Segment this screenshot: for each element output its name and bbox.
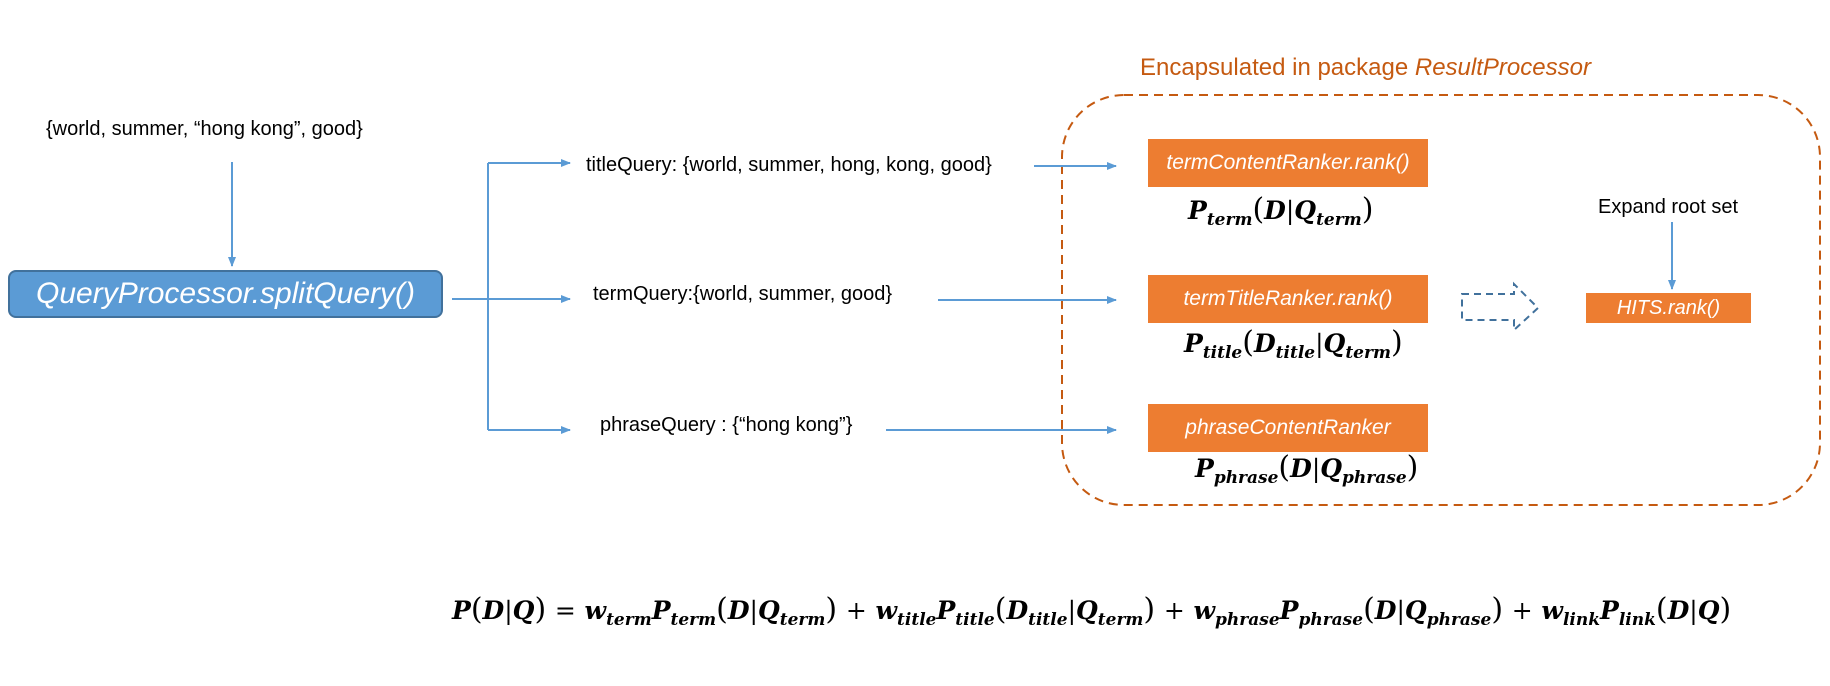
package-label: Encapsulated in package ResultProcessor [1140,54,1591,81]
input-query-label: {world, summer, “hong kong”, good} [46,118,363,140]
expand-root-set-label: Expand root set [1598,196,1739,218]
term-content-probability: Pterm(D|Qterm) [1188,192,1374,230]
term-query-label: termQuery:{world, summer, good} [593,283,893,305]
combined-probability-formula: P(D|Q) = wtermPterm(D|Qterm) + wtitlePti… [452,592,1732,630]
hits-rank-box: HITS.rank() [1586,293,1751,323]
title-query-label: titleQuery: {world, summer, hong, kong, … [586,154,992,176]
phrase-query-label: phraseQuery : {“hong kong”} [600,414,853,436]
phrase-content-ranker-box: phraseContentRanker [1148,404,1428,452]
split-query-box: QueryProcessor.splitQuery() [8,270,443,318]
dashed-block-arrow [1461,281,1540,333]
term-title-ranker-box: termTitleRanker.rank() [1148,275,1428,323]
phrase-content-probability: Pphrase(D|Qphrase) [1195,450,1419,488]
term-title-probability: Ptitle(Dtitle|Qterm) [1184,325,1403,363]
term-content-ranker-box: termContentRanker.rank() [1148,139,1428,187]
